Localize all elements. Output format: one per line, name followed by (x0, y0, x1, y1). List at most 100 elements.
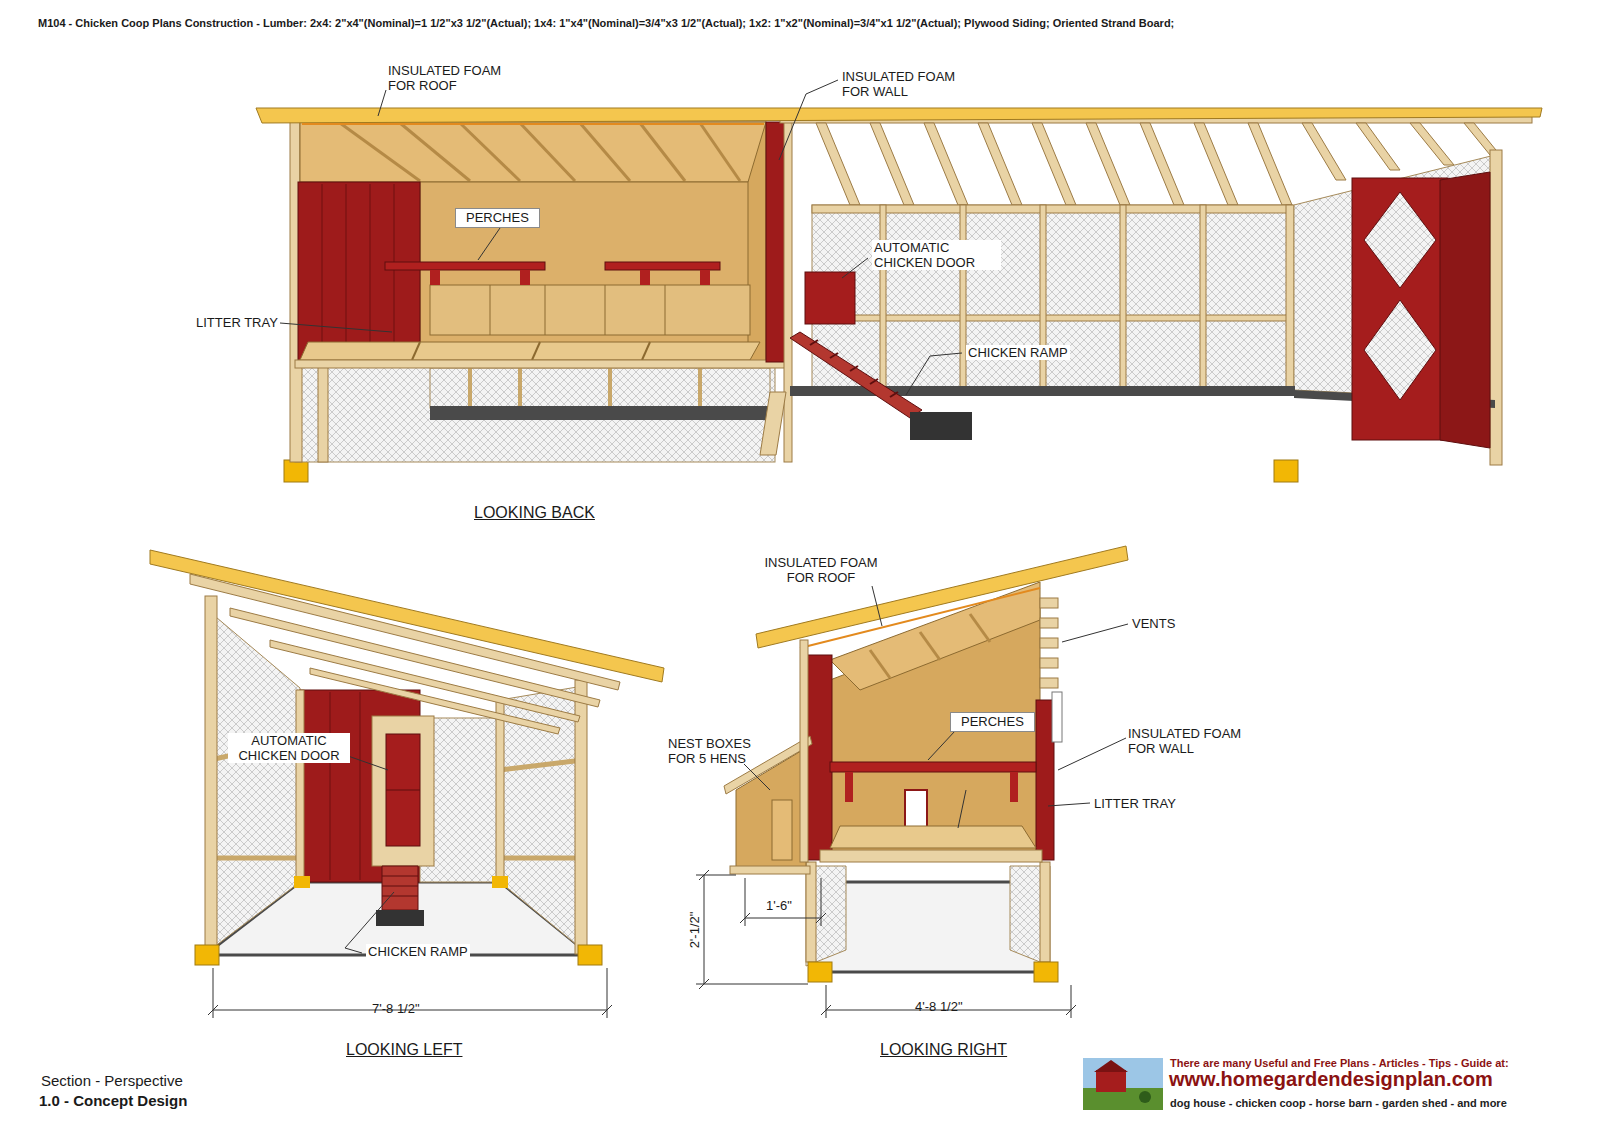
back-view-part (1352, 178, 1448, 440)
back-view-part (490, 285, 491, 335)
back-view-part (1364, 300, 1436, 400)
left-view (150, 550, 664, 1018)
part-label: NEST BOXES FOR 5 HENS (668, 736, 768, 766)
logo-picture-part (1096, 1070, 1126, 1092)
back-view-part-part (1120, 205, 1126, 388)
back-view-part (256, 108, 1542, 123)
back-view-part (430, 406, 775, 420)
right-view-part (920, 632, 940, 660)
part-label: CHICKEN RAMP (966, 345, 1070, 360)
part-label: AUTOMATIC CHICKEN DOOR (228, 733, 350, 763)
back-view-part (698, 368, 702, 406)
right-view-part-part (696, 984, 808, 985)
part-label: CHICKEN RAMP (366, 944, 470, 959)
back-view-part-part (850, 366, 858, 371)
back-view-part (640, 123, 685, 181)
back-view-part (1364, 192, 1436, 288)
left-view-part (360, 692, 361, 880)
left-view-part (382, 866, 418, 910)
back-view-part (346, 184, 347, 360)
leader-lines-part (928, 731, 955, 760)
right-view-part (800, 588, 1040, 648)
back-view-part-part (1200, 205, 1206, 388)
part-label: INSULATED FOAM FOR ROOF (756, 555, 886, 585)
left-view-part (496, 700, 504, 882)
back-view-part (298, 182, 420, 362)
right-view-part (870, 650, 890, 678)
callout-text: PERCHES (466, 210, 529, 225)
right-view-part-part (1040, 658, 1058, 668)
leader-lines-part (478, 228, 500, 260)
left-view-part-part (382, 876, 418, 877)
back-view-part-part (1194, 123, 1238, 205)
right-view-part-part (816, 913, 826, 923)
back-view-part (394, 184, 395, 360)
leader-lines-part (378, 90, 386, 116)
back-view-part-part (1086, 123, 1130, 205)
right-view-part (756, 546, 1128, 648)
back-view-part (532, 342, 540, 360)
leader-lines-part (280, 323, 392, 332)
back-view-part (284, 460, 308, 482)
right-view-part-part (821, 1005, 831, 1015)
back-view-part (385, 262, 545, 270)
part-label: AUTOMATIC CHICKEN DOOR (872, 240, 1001, 270)
part-label: LITTER TRAY (196, 315, 278, 330)
back-view-part (605, 262, 720, 270)
right-view-part (1036, 700, 1054, 860)
right-view-part-part (1040, 678, 1058, 688)
part-label: VENTS (1132, 616, 1175, 631)
back-view-part (300, 122, 766, 362)
logo-picture (1083, 1058, 1163, 1110)
right-view-part (772, 800, 792, 860)
back-view-part (520, 270, 530, 285)
back-view-part (370, 184, 371, 360)
back-view-part (784, 122, 792, 462)
part-label: INSULATED FOAM FOR ROOF (388, 63, 513, 93)
right-view-part (808, 962, 832, 982)
part-label: 7'-8 1/2" (372, 1001, 420, 1016)
leader-lines (280, 80, 1128, 953)
back-view-part (295, 360, 785, 368)
back-view-part (302, 123, 764, 125)
right-view-part (806, 655, 832, 860)
left-view-part (195, 945, 219, 965)
left-view-part-part (382, 886, 418, 887)
back-view-part-part (1302, 123, 1346, 180)
right-view-part-part (699, 870, 709, 880)
back-view-part (812, 205, 1292, 388)
right-view-part-part (1040, 618, 1058, 628)
back-view-part-part (1410, 123, 1454, 165)
back-view-part (300, 122, 766, 182)
back-view-part-part (1286, 205, 1294, 395)
leader-lines-part (348, 756, 388, 770)
left-view-part (296, 690, 304, 882)
back-view-part (605, 285, 606, 335)
dimension-label: 2'-1/2" (687, 910, 702, 951)
back-view-part (1490, 150, 1502, 465)
back-view-part (460, 123, 520, 181)
back-view-part (340, 123, 420, 181)
back-view-part-part (880, 205, 886, 388)
left-view-part-part (382, 896, 418, 897)
left-view-part (386, 790, 420, 791)
back-view-part-part (890, 392, 898, 397)
back-view-part (580, 123, 630, 181)
leader-lines-part (906, 353, 962, 395)
logo-picture-part (1094, 1060, 1128, 1072)
callout-box: PERCHES (950, 712, 1035, 732)
logo-picture-part (1083, 1058, 1163, 1110)
back-view-part-part (870, 379, 878, 384)
leader-lines-part (1048, 803, 1090, 806)
back-view-part (468, 368, 472, 406)
back-view-part (300, 342, 760, 360)
right-view-part-part (745, 918, 821, 919)
left-view-part (386, 734, 420, 846)
left-view-part (500, 856, 583, 861)
back-view-part-part (1040, 205, 1046, 388)
back-view-part-part (978, 123, 1022, 205)
right-view-part-part (1040, 638, 1058, 648)
back-view-part (430, 285, 750, 335)
right-view-part-part (696, 875, 736, 876)
left-view-part (294, 876, 310, 888)
